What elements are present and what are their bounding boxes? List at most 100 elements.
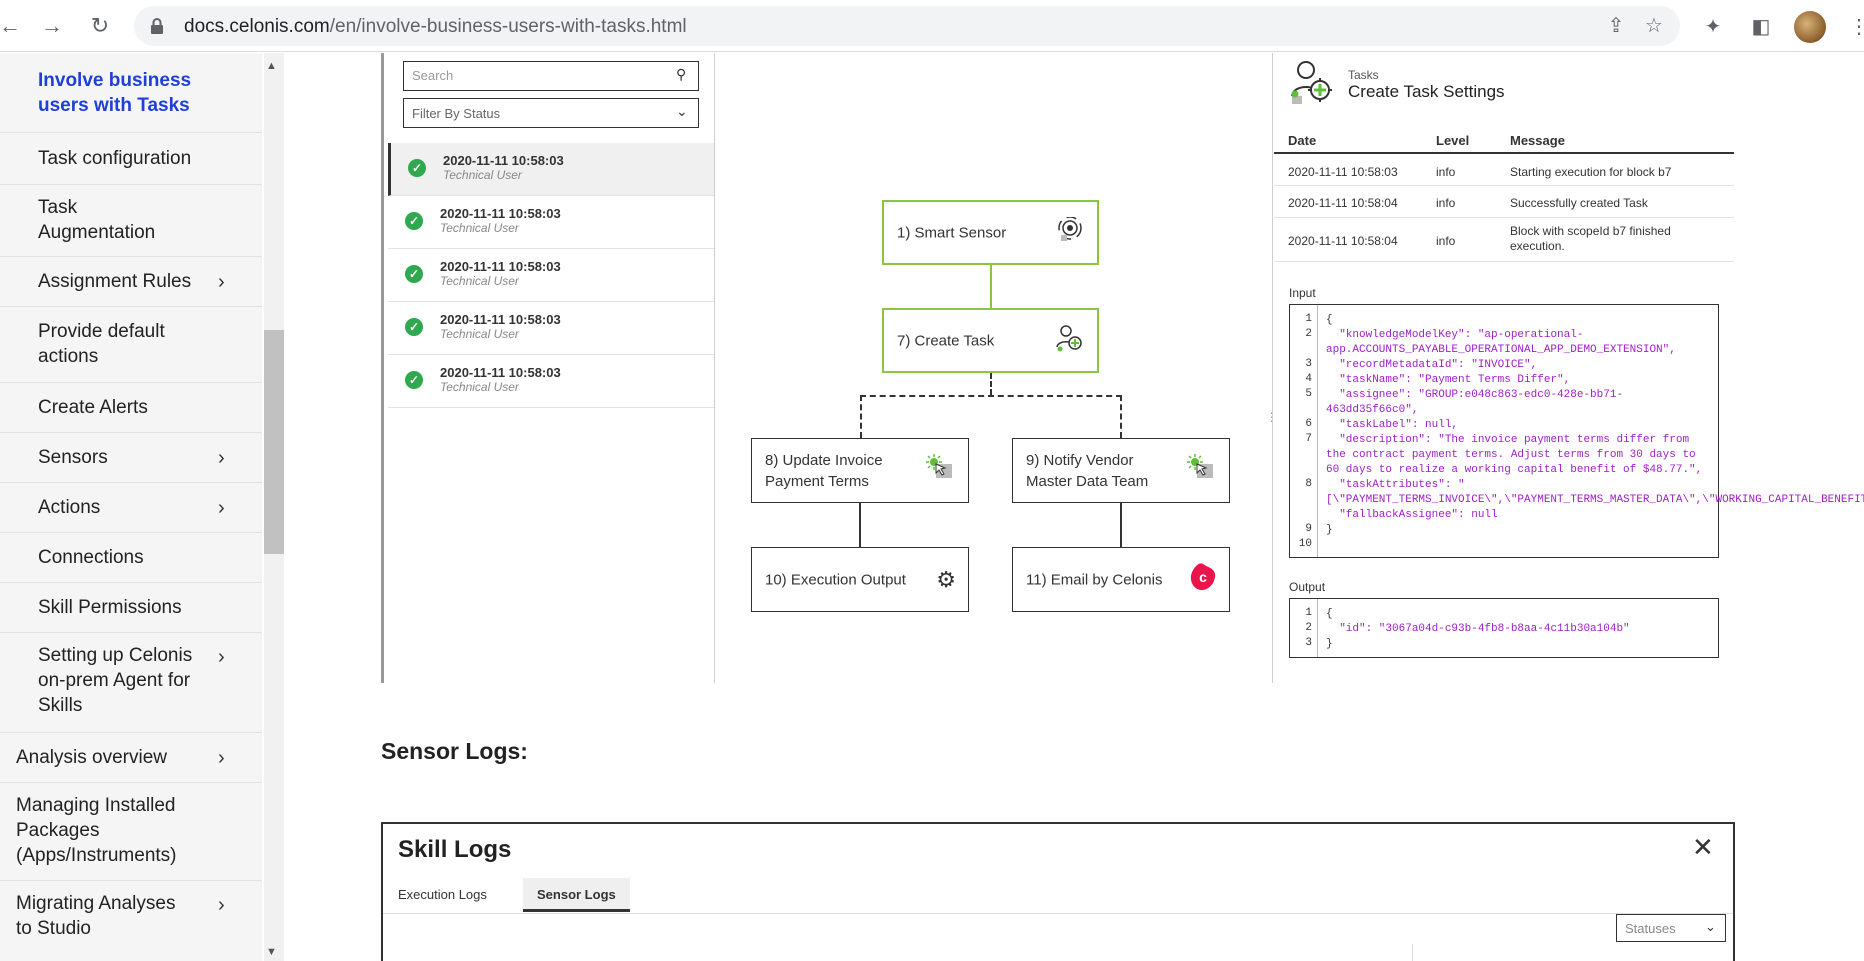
run-user: Technical User — [440, 274, 519, 288]
sidebar-item-label: Skill Permissions — [38, 597, 182, 618]
log-message: Successfully created Task — [1510, 196, 1648, 210]
code-line: "knowledgeModelKey": "ap-operational-app… — [1326, 329, 1676, 356]
tab-sensor-logs[interactable]: Sensor Logs — [523, 878, 630, 912]
sidebar-item-provide-default-actions[interactable]: Provide default actions — [0, 307, 262, 383]
flow-node-email-celonis[interactable]: 11) Email by Celonis c — [1012, 547, 1230, 612]
sidebar-item-label: Analysis overview — [16, 747, 167, 768]
input-label: Input — [1289, 286, 1316, 300]
run-list-item[interactable]: ✓ 2020-11-11 10:58:03 Technical User — [388, 196, 714, 249]
run-user: Technical User — [440, 327, 519, 341]
close-icon[interactable]: ✕ — [1692, 832, 1714, 862]
sidebar-item-analysis-overview[interactable]: Analysis overview › — [0, 733, 262, 783]
sidebar-item-task-augmentation[interactable]: Task Augmentation — [0, 185, 262, 257]
menu-icon[interactable]: ⋮ — [1849, 16, 1864, 38]
back-icon[interactable]: ← — [0, 13, 21, 38]
log-date: 2020-11-11 10:58:03 — [1288, 165, 1398, 179]
line-number: 6 — [1305, 418, 1312, 430]
extensions-icon[interactable]: ✦ — [1704, 16, 1722, 38]
sidebar-item-involve-business-users[interactable]: Involve business users with Tasks — [0, 53, 262, 133]
code-line: { — [1326, 608, 1333, 620]
chevron-right-icon: › — [218, 894, 225, 916]
sidebar-item-sensors[interactable]: Sensors › — [0, 433, 262, 483]
flow-connector — [860, 395, 862, 438]
run-list-item[interactable]: ✓ 2020-11-11 10:58:03 Technical User — [388, 302, 714, 355]
line-number-gutter: 1 2 3 4 5 6 7 8 9 10 — [1290, 305, 1318, 557]
line-number: 4 — [1305, 373, 1312, 385]
input-json-viewer[interactable]: 1 2 3 4 5 6 7 8 9 10 { "knowledgeModelKe… — [1289, 304, 1864, 558]
run-user: Technical User — [443, 168, 522, 182]
run-list-item[interactable]: ✓ 2020-11-11 10:58:03 Technical User — [388, 355, 714, 408]
chevron-right-icon: › — [218, 747, 225, 769]
star-icon[interactable]: ☆ — [1645, 15, 1663, 37]
sidebar-item-migrating-analyses[interactable]: Migrating Analyses to Studio › — [0, 881, 262, 961]
forward-icon[interactable]: → — [41, 13, 63, 38]
url-host: docs.celonis.com — [184, 16, 330, 37]
table-row: 2020-11-11 10:58:03 info Starting execut… — [1274, 156, 1734, 186]
node-label: 11) Email by Celonis — [1026, 571, 1163, 588]
sidebar-item-label: Actions — [38, 497, 101, 518]
status-filter-select[interactable]: Statuses — [1616, 914, 1726, 942]
sidebar-item-assignment-rules[interactable]: Assignment Rules › — [0, 257, 262, 307]
flow-connector — [1120, 503, 1122, 547]
output-json-viewer[interactable]: 1 2 3 { "id": "3067a04d-c93b-4fb8-b8aa-4… — [1289, 598, 1719, 658]
sidebar-item-actions[interactable]: Actions › — [0, 483, 262, 533]
tab-execution-logs[interactable]: Execution Logs — [398, 887, 487, 902]
chevron-right-icon: › — [218, 646, 225, 668]
run-list-item[interactable]: ✓ 2020-11-11 10:58:03 Technical User — [388, 249, 714, 302]
sidebar-item-skill-permissions[interactable]: Skill Permissions — [0, 583, 262, 633]
line-number: 7 — [1305, 433, 1312, 445]
code-line: "description": "The invoice payment term… — [1326, 434, 1703, 476]
line-number: 9 — [1305, 523, 1312, 535]
node-label-line: Payment Terms — [765, 472, 869, 490]
flow-connector — [990, 373, 992, 395]
flow-node-smart-sensor[interactable]: 1) Smart Sensor — [882, 200, 1099, 265]
line-number: 10 — [1298, 538, 1312, 550]
scroll-up-icon[interactable]: ▲ — [266, 60, 277, 72]
lock-icon[interactable] — [150, 18, 164, 34]
line-number: 2 — [1305, 328, 1312, 340]
run-list-item[interactable]: ✓ 2020-11-11 10:58:03 Technical User — [388, 143, 714, 196]
url-text[interactable]: docs.celonis.com/en/involve-business-use… — [184, 16, 687, 38]
sidebar-item-connections[interactable]: Connections — [0, 533, 262, 583]
scroll-down-icon[interactable]: ▼ — [266, 946, 277, 958]
table-row: 2020-11-11 10:58:04 info Block with scop… — [1274, 218, 1734, 262]
sidebar-item-managing-installed-packages[interactable]: Managing Installed Packages (Apps/Instru… — [0, 783, 262, 881]
flow-connector — [990, 265, 992, 308]
code-line: "taskName": "Payment Terms Differ", — [1326, 374, 1571, 386]
sidebar-item-label: Task configuration — [38, 148, 192, 169]
sidebar-scrollbar-thumb[interactable] — [264, 330, 284, 554]
run-date: 2020-11-11 10:58:03 — [440, 365, 561, 380]
log-level: info — [1436, 165, 1456, 179]
flow-connector — [860, 395, 1122, 397]
url-path: /en/involve-business-users-with-tasks.ht… — [329, 16, 687, 37]
avatar[interactable] — [1794, 11, 1826, 43]
sidebar-item-setting-up-agent[interactable]: Setting up Celonis on-prem Agent for Ski… — [0, 633, 262, 733]
status-filter-select[interactable]: Filter By Status — [403, 98, 699, 128]
sidepanel-icon[interactable]: ◧ — [1751, 16, 1771, 38]
node-label-line: 8) Update Invoice — [765, 451, 883, 469]
divider — [383, 913, 1733, 914]
share-icon[interactable]: ⇪ — [1607, 15, 1625, 37]
line-number: 5 — [1305, 388, 1312, 400]
node-label: 7) Create Task — [897, 332, 995, 349]
flow-node-execution-output[interactable]: 10) Execution Output ⚙ — [751, 547, 969, 612]
code-line: "fallbackAssignee": null — [1326, 509, 1498, 521]
sidebar-item-label: Setting up Celonis on-prem Agent for Ski… — [38, 645, 193, 716]
chevron-right-icon: › — [218, 497, 225, 519]
create-task-icon — [1055, 323, 1085, 359]
address-bar[interactable]: docs.celonis.com/en/involve-business-use… — [134, 6, 1680, 46]
success-check-icon: ✓ — [408, 159, 426, 177]
search-input[interactable]: Search — [403, 61, 699, 91]
log-level: info — [1436, 196, 1456, 210]
log-message: Block with scopeId b7 finished execution… — [1510, 224, 1671, 253]
sidebar-item-create-alerts[interactable]: Create Alerts — [0, 383, 262, 433]
search-icon: ⚲ — [676, 66, 687, 82]
run-user: Technical User — [440, 221, 519, 235]
reload-icon[interactable]: ↻ — [90, 13, 110, 38]
table-row: 2020-11-11 10:58:04 info Successfully cr… — [1274, 186, 1734, 218]
run-date: 2020-11-11 10:58:03 — [440, 206, 561, 221]
sidebar-item-task-configuration[interactable]: Task configuration — [0, 133, 262, 185]
flow-node-create-task[interactable]: 7) Create Task — [882, 308, 1099, 373]
